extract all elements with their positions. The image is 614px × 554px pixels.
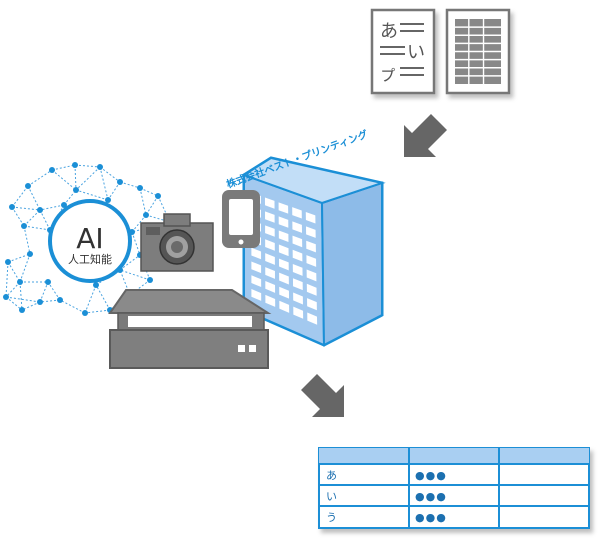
document-glyph-i: い: [407, 42, 425, 63]
building-icon: [241, 156, 386, 347]
table-row-1-value: ●●●: [415, 469, 447, 482]
output-table: あ ●●● い ●●● う ●●●: [318, 447, 590, 529]
ai-subtitle: 人工知能: [68, 252, 112, 266]
arrow-icon: [404, 114, 447, 157]
spreadsheet-icon: [445, 8, 511, 95]
ai-circle: AI 人工知能: [48, 199, 132, 283]
smartphone-icon: [222, 190, 260, 248]
table-row-2-value: ●●●: [415, 490, 447, 503]
document-icon: あ い ㇷ゚: [370, 8, 436, 95]
spreadsheet-grid: [455, 19, 501, 84]
table-row-3-value: ●●●: [415, 511, 447, 524]
arrow-icon: [301, 374, 344, 417]
document-glyph-a: あ: [380, 21, 398, 42]
document-glyph-fu: ㇷ゚: [379, 64, 397, 85]
table-row-1-label: あ: [326, 469, 337, 482]
scanner-icon: [108, 289, 272, 369]
table-row-3-label: う: [326, 511, 337, 524]
table-row-2-label: い: [326, 490, 337, 503]
ai-title: AI: [76, 222, 103, 255]
camera-icon: [140, 213, 214, 272]
